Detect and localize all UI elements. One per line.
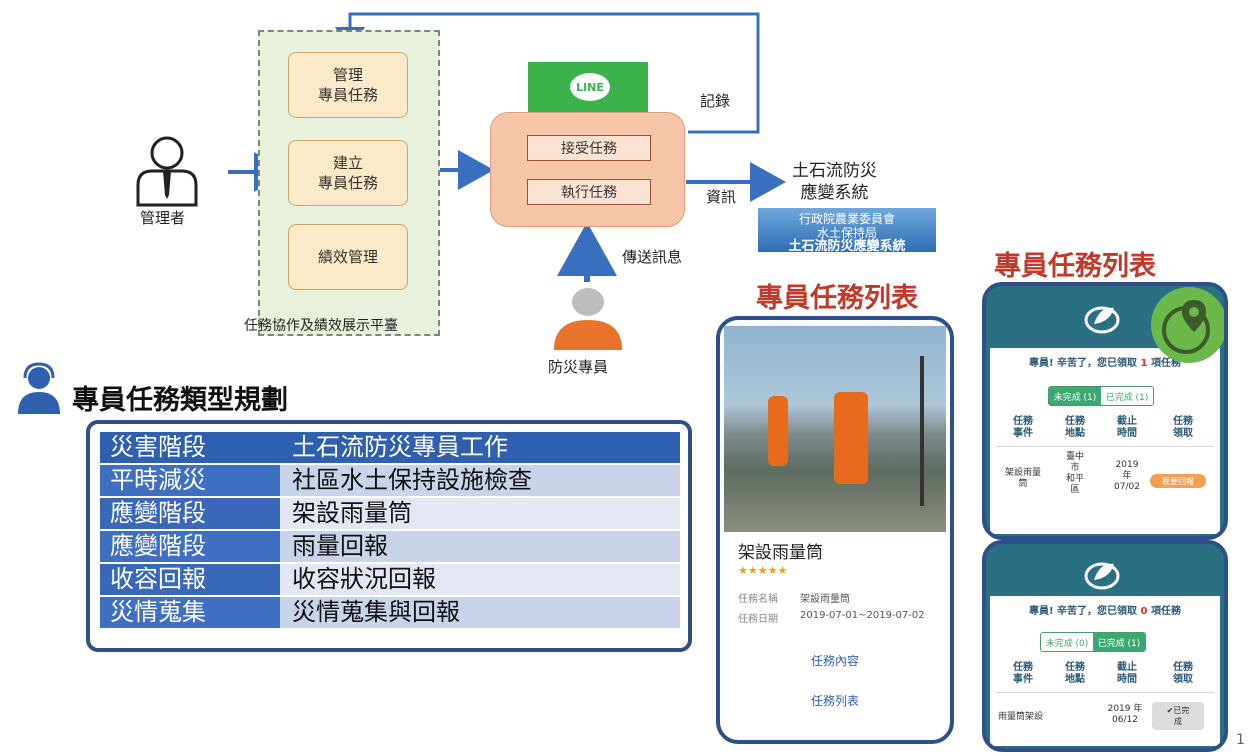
rating-stars: ★★★★★: [738, 564, 788, 577]
officer-label: 防災專員: [548, 358, 609, 376]
accept-task-button: 接受任務: [527, 135, 651, 161]
table-cell-work: 收容狀況回報: [280, 564, 680, 595]
system-banner: 行政院農業委員會 水土保持局 土石流防災應變系統: [758, 208, 936, 254]
task-content-link[interactable]: 任務內容: [810, 654, 859, 668]
create-task-box: 建立 專員任務: [288, 140, 408, 206]
greeting: 專員! 辛苦了，您已領取 0 項任務: [990, 606, 1220, 618]
system-banner-line2: 水土保持局: [816, 226, 877, 240]
field-date-label: 任務日期: [738, 614, 778, 625]
table-cell-stage: 平時減災: [100, 465, 280, 496]
greeting-count: 1: [1140, 358, 1148, 369]
row-location: 臺中 市 和平 區: [1065, 452, 1084, 495]
system-title: 土石流防災 應變系統: [792, 161, 877, 203]
platform-panel: 管理 專員任務 建立 專員任務 績效管理: [258, 30, 440, 336]
task-list-link[interactable]: 任務列表: [810, 694, 859, 708]
tab-done[interactable]: 已完成 (1): [1101, 387, 1153, 405]
task-name: 架設雨量筒: [738, 543, 823, 563]
header-claim: 任務 領取: [1173, 662, 1193, 685]
greeting-suffix: 項任務: [1150, 358, 1181, 369]
header-deadline: 截止 時間: [1117, 416, 1137, 439]
line-logo: LINE: [570, 73, 610, 101]
row-deadline: 2019 年 06/12: [1107, 704, 1143, 725]
table-cell-work: 災情蒐集與回報: [280, 597, 680, 628]
app-content: 專員! 辛苦了，您已領取 0 項任務 未完成 (0) 已完成 (1) 任務 事件…: [990, 596, 1220, 746]
rain-gauge-pole: [920, 356, 924, 506]
leaf-logo-icon: [1084, 562, 1120, 590]
table-row: 收容回報 收容狀況回報: [100, 564, 680, 595]
task-box: 接受任務 執行任務: [490, 112, 685, 227]
tab-pending[interactable]: 未完成 (0): [1041, 633, 1093, 651]
table-cell-work: 架設雨量筒: [280, 498, 680, 529]
row-event: 架設雨量 筒: [1004, 468, 1041, 489]
status-tabs: 未完成 (0) 已完成 (1): [1040, 632, 1146, 652]
manager-label: 管理者: [140, 209, 186, 227]
section-title: 專員任務類型規劃: [72, 385, 288, 416]
worker-figure: [834, 392, 868, 484]
table-cell-work: 雨量回報: [280, 531, 680, 562]
header-event: 任務 事件: [1013, 416, 1033, 439]
header-claim: 任務 領取: [1173, 416, 1193, 439]
record-label: 記錄: [700, 92, 731, 110]
table-header-stage: 災害階段: [100, 432, 280, 463]
table-cell-work: 社區水土保持設施檢查: [280, 465, 680, 496]
field-name-value: 架設雨量筒: [800, 594, 850, 605]
worker-figure: [768, 396, 788, 466]
table-header-row: 災害階段 土石流防災專員工作: [100, 432, 680, 463]
task-type-table: 災害階段 土石流防災專員工作 平時減災 社區水土保持設施檢查 應變階段 架設雨量…: [86, 420, 692, 652]
phone-task-detail: 架設雨量筒 ★★★★★ 任務名稱 架設雨量筒 任務日期 2019-07-01~2…: [716, 316, 954, 744]
table-cell-stage: 應變階段: [100, 531, 280, 562]
table-cell-stage: 應變階段: [100, 498, 280, 529]
completed-badge: ✔已完 成: [1152, 702, 1204, 730]
panel-label: 任務協作及績效展示平臺: [244, 318, 398, 334]
greeting-prefix: 專員! 辛苦了，您已領取: [1029, 358, 1138, 369]
phone-app-title: 專員任務列表: [994, 251, 1156, 282]
field-date-value: 2019-07-01~2019-07-02: [800, 610, 925, 621]
officer-icon: [554, 288, 622, 350]
greeting: 專員! 辛苦了，您已領取 1 項任務: [990, 358, 1220, 370]
phone-task-list-done: 專員! 辛苦了，您已領取 0 項任務 未完成 (0) 已完成 (1) 任務 事件…: [982, 540, 1228, 752]
headset-user-icon: [18, 362, 60, 414]
page-number: 1: [1236, 732, 1245, 748]
app-content: 專員! 辛苦了，您已領取 1 項任務 未完成 (1) 已完成 (1) 任務 事件…: [990, 348, 1220, 534]
greeting-prefix: 專員! 辛苦了，您已領取: [1029, 606, 1138, 617]
table-row: 平時減災 社區水土保持設施檢查: [100, 465, 680, 496]
phone-task-list-pending: 專員! 辛苦了，您已領取 1 項任務 未完成 (1) 已完成 (1) 任務 事件…: [982, 282, 1228, 540]
status-tabs: 未完成 (1) 已完成 (1): [1048, 386, 1154, 406]
system-banner-line1: 行政院農業委員會: [798, 212, 895, 226]
performance-box: 績效管理: [288, 224, 408, 290]
table-cell-stage: 災情蒐集: [100, 597, 280, 628]
header-location: 任務 地點: [1065, 416, 1085, 439]
table-row: 應變階段 架設雨量筒: [100, 498, 680, 529]
row-event: 雨量筒架設: [998, 712, 1044, 722]
table-header-work: 土石流防災專員工作: [280, 432, 680, 463]
report-button[interactable]: 我要回報: [1150, 474, 1206, 488]
header-location: 任務 地點: [1065, 662, 1085, 685]
execute-task-button: 執行任務: [527, 179, 651, 205]
header-deadline: 截止 時間: [1117, 662, 1137, 685]
divider: [996, 692, 1214, 693]
info-label: 資訊: [706, 188, 737, 206]
greeting-suffix: 項任務: [1150, 606, 1181, 617]
table-cell-stage: 收容回報: [100, 564, 280, 595]
globe-location-icon: [1151, 287, 1224, 363]
header-event: 任務 事件: [1013, 662, 1033, 685]
leaf-logo-icon: [1084, 306, 1120, 334]
send-message-label: 傳送訊息: [622, 248, 683, 266]
arrow-record-loop: [335, 12, 760, 134]
line-badge: LINE: [528, 62, 648, 114]
manage-task-box: 管理 專員任務: [288, 52, 408, 118]
field-name-label: 任務名稱: [738, 594, 778, 605]
table-row: 災情蒐集 災情蒐集與回報: [100, 597, 680, 628]
task-photo: [724, 326, 946, 532]
system-banner-line3: 土石流防災應變系統: [788, 239, 906, 254]
tab-pending[interactable]: 未完成 (1): [1049, 387, 1101, 405]
table-row: 應變階段 雨量回報: [100, 531, 680, 562]
greeting-count: 0: [1140, 606, 1148, 617]
row-deadline: 2019 年 07/02: [1114, 460, 1140, 492]
tab-done[interactable]: 已完成 (1): [1093, 633, 1145, 651]
divider: [996, 446, 1214, 447]
manager-icon: [136, 136, 198, 207]
phone-list-title: 專員任務列表: [756, 283, 918, 314]
